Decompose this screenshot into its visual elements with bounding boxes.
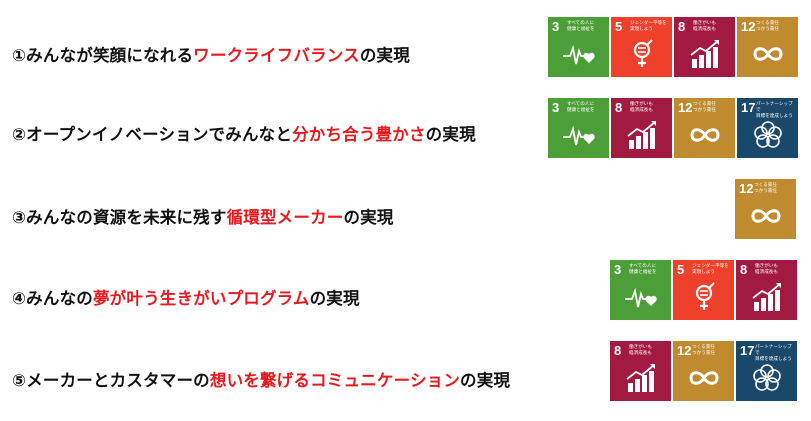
sdg-goal-number: 12 (739, 181, 754, 196)
sdg-goal-3-tile: 3 すべての人に 健康と福祉を (548, 17, 609, 77)
sdg-goal-caption: すべての人に 健康と福祉を (567, 21, 595, 32)
sdg-goal-number: 8 (614, 343, 622, 358)
sdg-goal-3-tile: 3 すべての人に 健康と福祉を (610, 260, 671, 320)
sdg-goal-5-tile: 5 ジェンダー平等を 実現しよう (673, 260, 734, 320)
sdg-goal-caption: ジェンダー平等を 実現しよう (692, 264, 729, 275)
sdg-goal-caption: つくる責任 つかう責任 (756, 21, 779, 32)
sdg-goal-number: 3 (552, 100, 560, 115)
sdg-goal-caption: すべての人に 健康と福祉を (629, 264, 657, 275)
sdg-goal-8-tile: 8 働きがいも 経済成長も (610, 341, 671, 401)
sdg-goal-caption: 働きがいも 経済成長も (630, 102, 653, 113)
heading-highlight: 循環型メーカー (226, 208, 344, 227)
sdg-goal-number: 8 (678, 19, 686, 34)
heading-text: ④みんなの (12, 289, 93, 308)
heading-highlight: 分かち合う豊かさ (292, 125, 426, 144)
sdg-goal-caption: 働きがいも 経済成長も (755, 264, 778, 275)
sdg-goal-number: 5 (615, 19, 623, 34)
goal-heading-2: ②オープンイノベーションでみんなと分かち合う豊かさの実現 (12, 121, 476, 145)
sdg-goal-number: 17 (741, 100, 756, 115)
sdg-goal-number: 3 (552, 19, 560, 34)
sdg-goal-caption: つくる責任 つかう責任 (692, 345, 715, 356)
sdg-goal-number: 12 (678, 100, 693, 115)
heading-suffix: の実現 (425, 125, 476, 144)
sdg-goal-caption: 働きがいも 経済成長も (693, 21, 716, 32)
goal-heading-1: ①みんなが笑顔になれるワークライフバランスの実現 (12, 42, 410, 66)
sdg-goal-8-tile: 8 働きがいも 経済成長も (736, 260, 797, 320)
sdg-goal-number: 5 (677, 262, 685, 277)
heading-text: ②オープンイノベーションでみんなと (12, 125, 293, 144)
sdg-goal-3-tile: 3 すべての人に 健康と福祉を (548, 98, 609, 158)
sdg-goal-caption: ジェンダー平等を 実現しよう (630, 21, 667, 32)
heading-text: ③みんなの資源を未来に残す (12, 208, 227, 227)
heading-suffix: の実現 (309, 289, 360, 308)
heading-suffix: の実現 (460, 371, 511, 390)
sdg-goal-caption: パートナーシップで 目標を達成しよう (756, 102, 793, 119)
heading-highlight: 夢が叶う生きがいプログラム (92, 289, 310, 308)
sdg-goal-caption: 働きがいも 経済成長も (629, 345, 652, 356)
sdg-tiles-1: 3 すべての人に 健康と福祉を 5 ジェンダー平等を 実現しよう 8 働きがいも 経済成長… (548, 17, 798, 77)
heading-text: ①みんなが笑顔になれる (12, 46, 194, 65)
sdg-goal-number: 12 (677, 343, 692, 358)
sdg-goal-8-tile: 8 働きがいも 経済成長も (674, 17, 735, 77)
sdg-goal-number: 3 (614, 262, 622, 277)
sdg-goal-5-tile: 5 ジェンダー平等を 実現しよう (611, 17, 672, 77)
sdg-goal-caption: パートナーシップで 目標を達成しよう (755, 345, 792, 362)
goal-heading-4: ④みんなの夢が叶う生きがいプログラムの実現 (12, 285, 360, 309)
heading-text: ⑤メーカーとカスタマーの (12, 371, 210, 390)
heading-suffix: の実現 (343, 208, 394, 227)
sdg-goal-number: 12 (741, 19, 756, 34)
heading-suffix: の実現 (359, 46, 410, 65)
sdg-goal-number: 17 (740, 343, 755, 358)
goal-heading-3: ③みんなの資源を未来に残す循環型メーカーの実現 (12, 204, 394, 228)
sdg-goal-caption: すべての人に 健康と福祉を (567, 102, 595, 113)
sdg-goal-8-tile: 8 働きがいも 経済成長も (611, 98, 672, 158)
sdg-goal-number: 8 (615, 100, 623, 115)
sdg-goal-caption: つくる責任 つかう責任 (693, 102, 716, 113)
sdg-goal-number: 8 (740, 262, 748, 277)
heading-highlight: 想いを繋げるコミュニケーション (209, 371, 461, 390)
sdg-goal-caption: つくる責任 つかう責任 (754, 183, 777, 194)
goal-heading-5: ⑤メーカーとカスタマーの想いを繋げるコミュニケーションの実現 (12, 367, 510, 391)
sdg-tiles-4: 3 すべての人に 健康と福祉を 5 ジェンダー平等を 実現しよう 8 働きがいも 経済成長… (610, 260, 797, 320)
heading-highlight: ワークライフバランス (193, 46, 360, 65)
